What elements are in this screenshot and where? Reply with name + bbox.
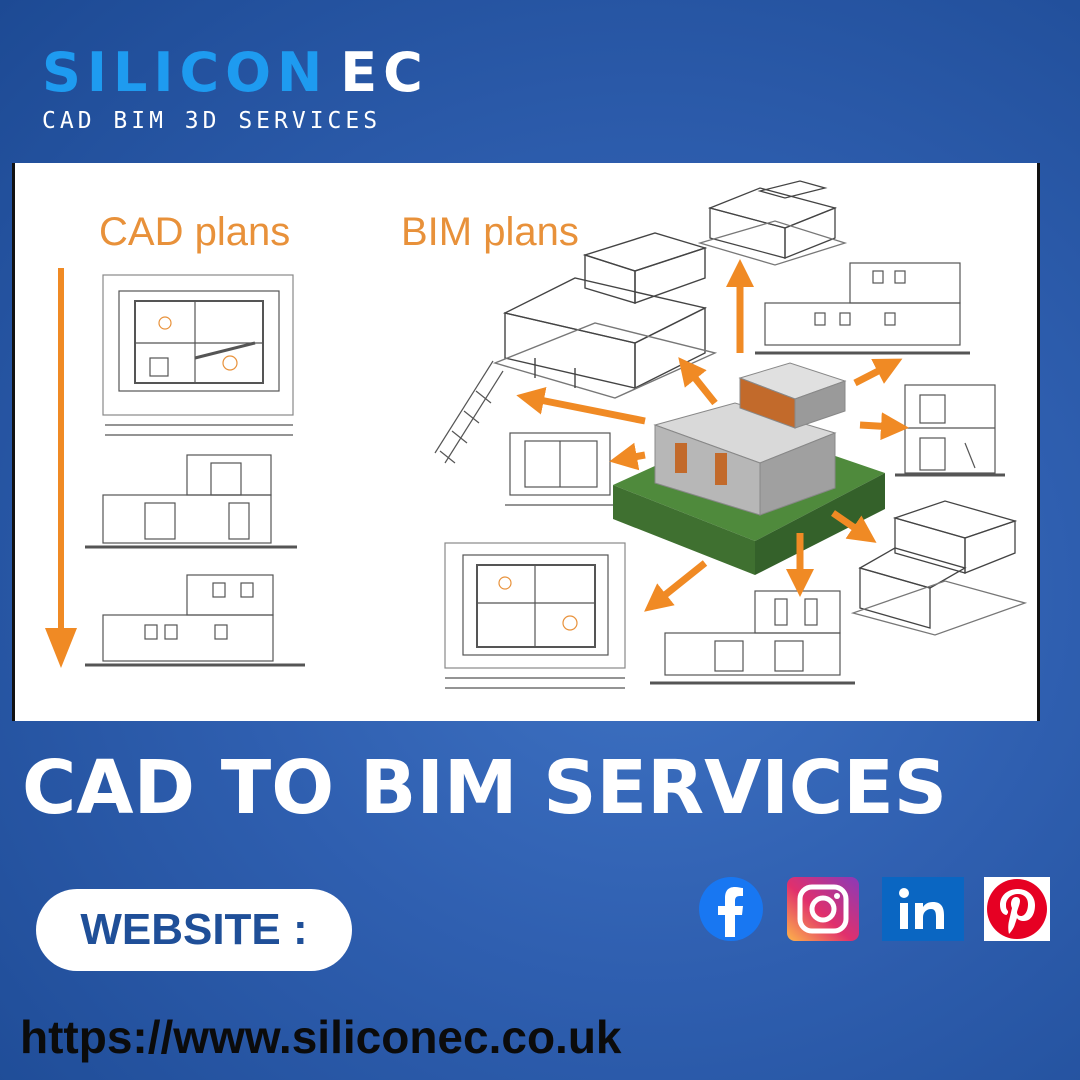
- bim-section-right: [895, 384, 1005, 477]
- cad-elevation-1: [85, 454, 297, 549]
- cad-elevation-2: [85, 574, 305, 667]
- illustration-drawing: CAD plans BIM plans: [45, 180, 1028, 689]
- cad-to-bim-illustration: CAD plans BIM plans: [12, 163, 1040, 721]
- bim-staircase: [434, 360, 504, 464]
- bim-isometric-house-top: [697, 180, 848, 266]
- bim-floor-plan: [444, 542, 626, 689]
- cad-plans-label: CAD plans: [99, 210, 290, 254]
- bim-isometric-house-left: [492, 232, 718, 399]
- linkedin-icon[interactable]: [882, 877, 964, 941]
- bim-small-plan: [505, 432, 615, 506]
- bim-arrows: [516, 259, 909, 612]
- bim-elevation-bottom: [650, 590, 855, 685]
- instagram-icon[interactable]: [786, 877, 860, 941]
- bim-central-model: [613, 362, 885, 575]
- page-headline: CAD TO BIM SERVICES: [22, 745, 948, 831]
- website-badge: WEBSITE :: [36, 889, 352, 971]
- facebook-icon[interactable]: [694, 877, 768, 941]
- cad-down-arrow: [45, 268, 77, 668]
- cad-floor-plan: [102, 274, 294, 436]
- logo-tagline: CAD BIM 3D SERVICES: [42, 108, 382, 134]
- bim-isometric-house-right: [850, 500, 1028, 636]
- website-url[interactable]: https://www.siliconec.co.uk: [20, 1011, 622, 1063]
- bim-plans-label: BIM plans: [401, 210, 579, 254]
- bim-elevation-right-top: [755, 262, 970, 355]
- website-label: WEBSITE :: [80, 905, 308, 954]
- pinterest-icon[interactable]: [984, 877, 1050, 941]
- logo-ec-text: EC: [340, 41, 429, 104]
- logo-silicon-text: SILICON: [42, 41, 329, 104]
